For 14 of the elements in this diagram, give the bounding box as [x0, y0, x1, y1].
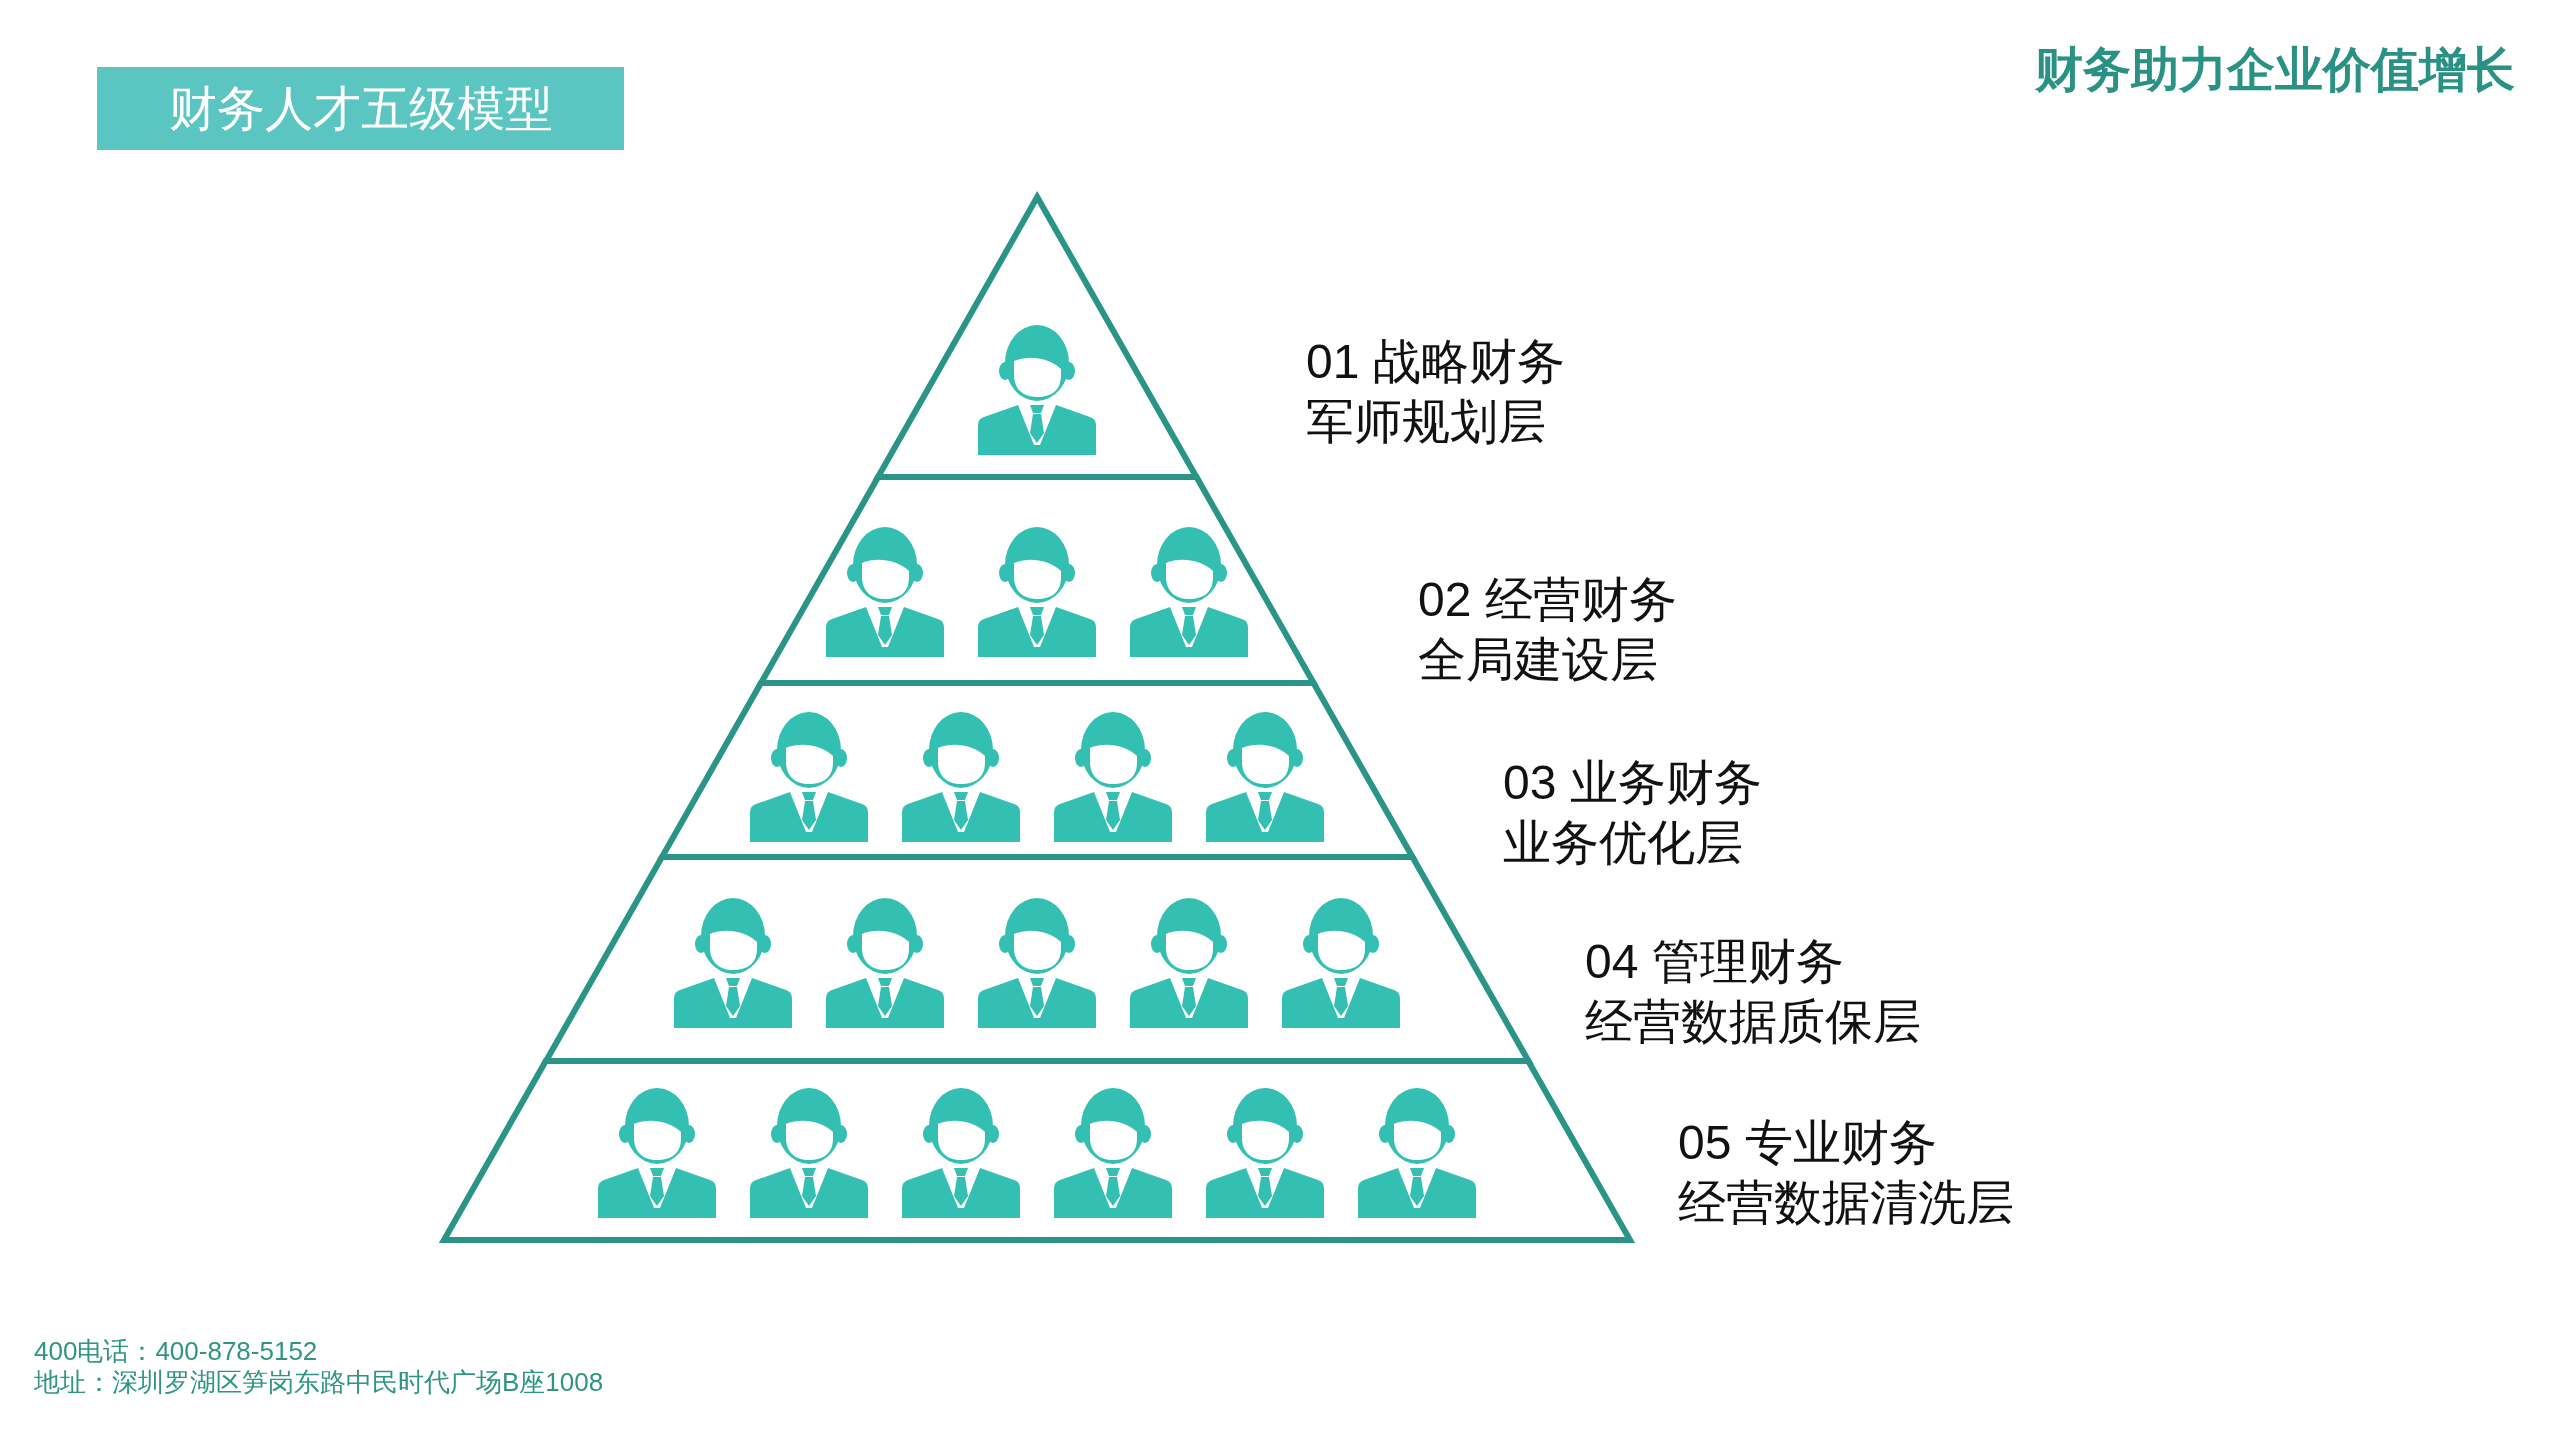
tier-heading: 04 管理财务 [1585, 934, 1845, 990]
title-banner: 财务人才五级模型 [97, 67, 624, 150]
tier-description: 经营数据质保层 [1585, 994, 1921, 1050]
tier-heading: 05 专业财务 [1678, 1115, 1938, 1171]
tier-description: 经营数据清洗层 [1678, 1175, 2014, 1231]
tier-description: 军师规划层 [1306, 394, 1547, 450]
contact-text: 400电话：400-878-5152 [34, 1336, 318, 1367]
tagline: 财务助力企业价值增长 [2035, 42, 2515, 98]
tier-heading: 03 业务财务 [1503, 755, 1762, 811]
tier-heading: 02 经营财务 [1418, 572, 1677, 628]
contact-text: 地址：深圳罗湖区笋岗东路中民时代广场B座1008 [34, 1367, 604, 1398]
tier-description: 业务优化层 [1503, 815, 1744, 871]
tier-heading: 01 战略财务 [1306, 334, 1565, 390]
tier-description: 全局建设层 [1418, 632, 1659, 688]
